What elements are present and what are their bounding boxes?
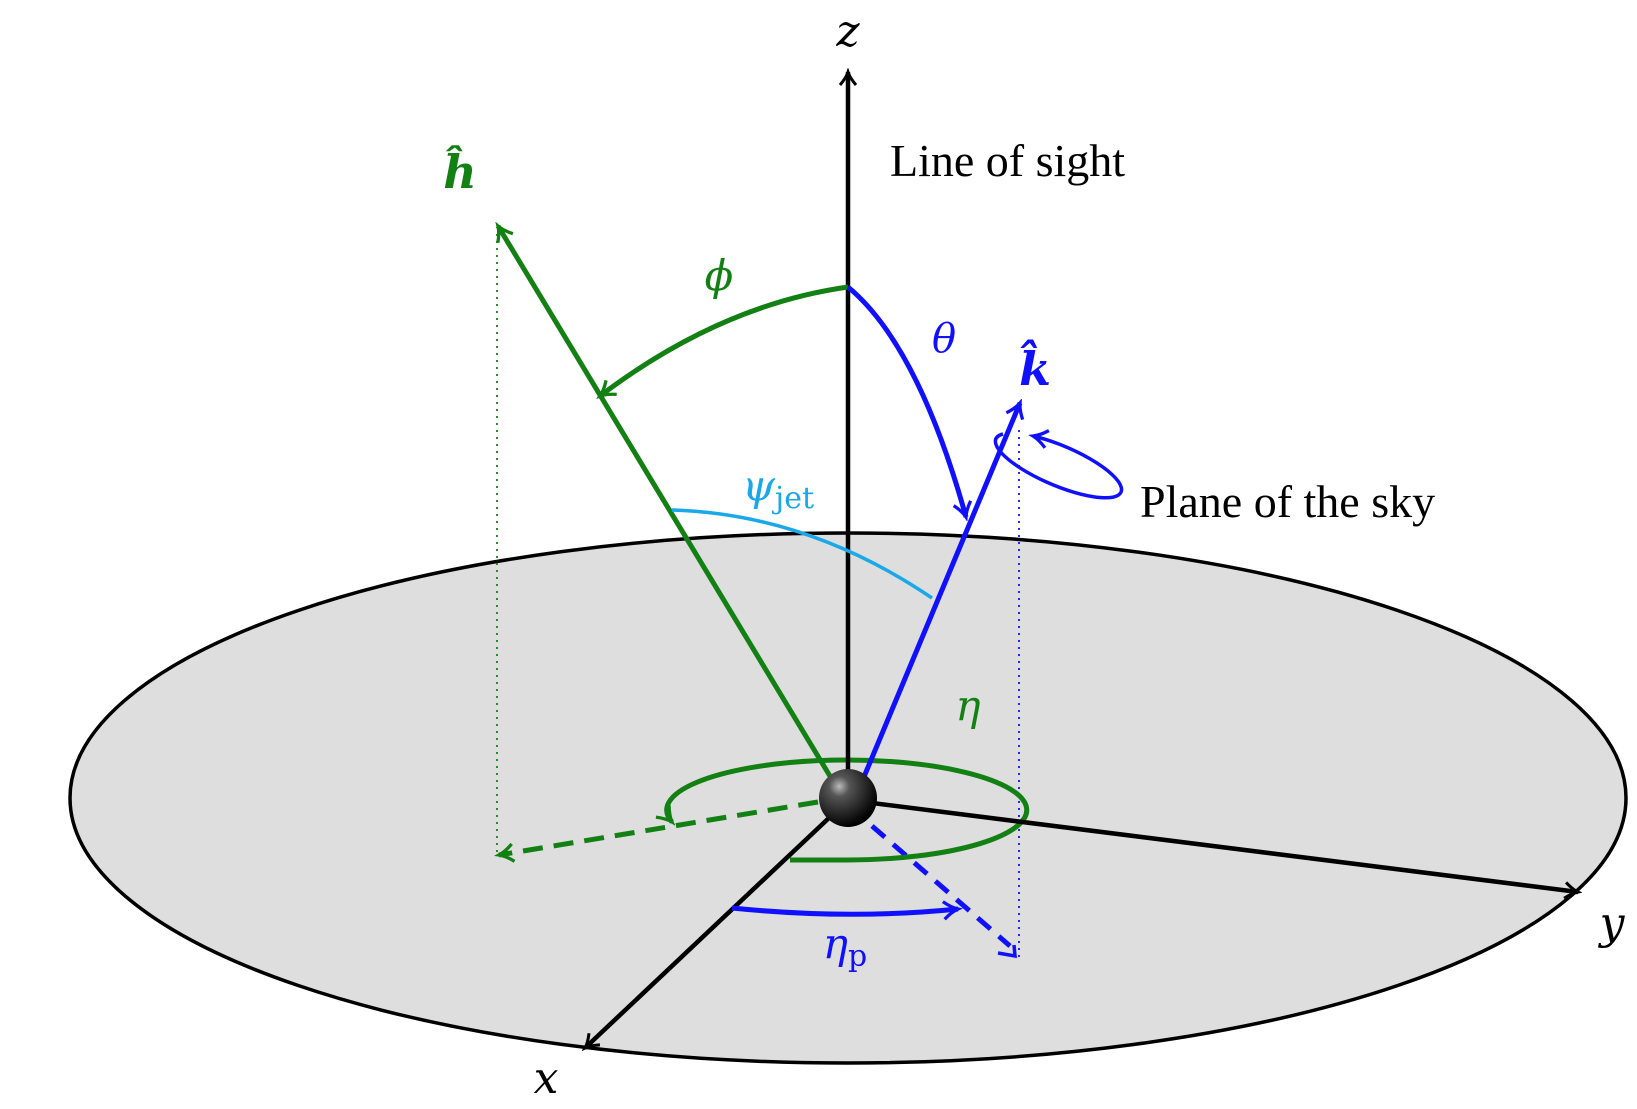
- y-axis: [847, 797, 1578, 892]
- h-hat-vector: [498, 226, 845, 798]
- phi-label: ϕ: [705, 251, 734, 300]
- k-hat-vector: [853, 403, 1020, 797]
- psi-jet-label: ψjet: [742, 461, 814, 516]
- y-axis-label: y: [1598, 898, 1626, 949]
- plane-of-sky-label: Plane of the sky: [1140, 476, 1435, 527]
- eta-p-label: ηp: [823, 919, 867, 974]
- k-projection-end-tick: [997, 944, 1017, 959]
- line-of-sight-label: Line of sight: [890, 135, 1125, 186]
- x-axis-label: x: [534, 1053, 559, 1104]
- h-hat-label: ĥ: [443, 144, 476, 199]
- theta-label: θ: [932, 316, 956, 362]
- k-hat-label: k̂: [1019, 339, 1051, 396]
- theta-arc: [846, 285, 966, 517]
- psi-jet-arc: [671, 508, 933, 600]
- k-projection-dashed-line: [870, 824, 1012, 948]
- central-source-sphere: [819, 769, 877, 827]
- eta-rotation-ellipse: [667, 757, 1030, 863]
- h-projection-dashed-arrow: [499, 799, 819, 855]
- z-axis-label: z: [835, 6, 860, 57]
- x-axis: [585, 798, 850, 1048]
- k-spin-ellipse: [993, 434, 1124, 500]
- eta-p-arc: [731, 908, 958, 914]
- eta-label: η: [955, 681, 980, 730]
- phi-arc: [600, 284, 849, 396]
